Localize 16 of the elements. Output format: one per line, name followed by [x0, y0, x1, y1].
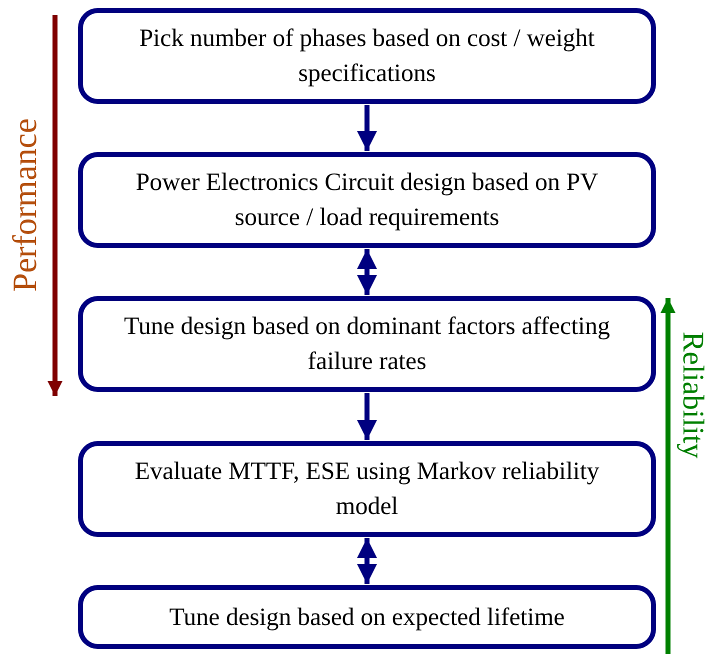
- step-text: Evaluate MTTF, ESE using Markov reliability model: [134, 457, 600, 522]
- arrow: [357, 393, 377, 440]
- arrow: [357, 538, 377, 584]
- process-box: [78, 441, 656, 537]
- step-text: Tune design based on expected lifetime: [169, 602, 565, 632]
- process-box: [78, 296, 656, 392]
- process-box: [78, 8, 656, 104]
- step-text: Pick number of phases based on cost / weight specifications: [138, 24, 596, 89]
- axis-label: Reliability: [676, 332, 708, 458]
- process-box: [78, 585, 656, 649]
- arrow: [357, 249, 377, 295]
- arrow: [357, 105, 377, 151]
- process-box: [78, 152, 656, 248]
- step-text: Tune design based on dominant factors affecting failure rates: [122, 312, 611, 377]
- step-text: Power Electronics Circuit design based on PV source / load requirements: [134, 168, 600, 233]
- axis-label: Performance: [8, 118, 44, 292]
